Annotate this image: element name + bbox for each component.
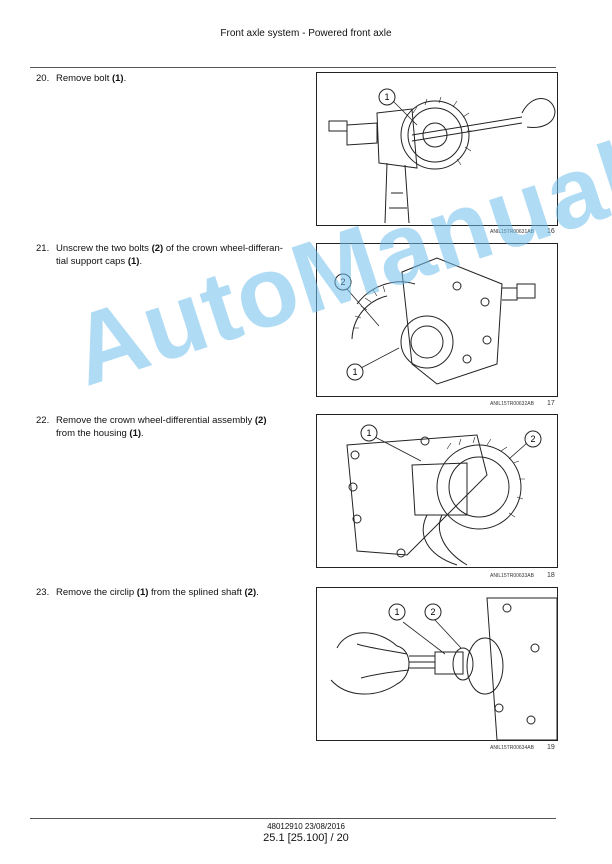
step-20: 20. Remove bolt (1). [36,72,298,85]
footer-doc-ref: 48012910 23/08/2016 [267,822,345,831]
step-text: . [256,587,259,598]
figure-19: 1 2 [316,587,558,741]
step-callout-ref: (2) [244,587,257,598]
figure-number: 18 [547,572,555,579]
callout-1: 1 [384,92,389,102]
step-callout-ref: (1) [136,587,149,598]
step-text: Unscrew the two bolts [56,243,152,254]
step-22: 22. Remove the crown wheel-differential a… [36,414,298,440]
figure-18: 1 2 [316,414,558,568]
callout-1: 1 [394,607,399,617]
step-text: Remove the crown wheel-differential asse… [56,415,255,426]
step-text: . [139,256,143,267]
step-number: 22. [36,415,50,426]
header-divider [30,67,556,68]
figure-number: 19 [547,744,555,751]
step-callout-ref: (2) [151,243,164,254]
step-text: Remove bolt [56,73,112,84]
step-text: tial support caps [56,256,128,267]
step-23: 23. Remove the circlip (1) from the splin… [36,586,298,599]
callout-2: 2 [530,434,535,444]
figure-16: 1 [316,72,558,226]
footer-divider [30,818,556,819]
figure-caption: ANIL15TR00633AB [490,573,534,579]
step-text: Remove the circlip [56,587,137,598]
step-callout-ref: (2) [254,415,267,426]
step-number: 21. [36,243,50,254]
figure-number: 17 [547,400,555,407]
step-callout-ref: (1) [127,256,140,267]
step-text: from the housing [56,428,130,439]
step-number: 20. [36,73,50,84]
footer-page-ref: 25.1 [25.100] / 20 [263,832,349,844]
step-text: of the crown wheel-differan- [163,243,283,254]
figure-17: 2 1 [316,243,558,397]
step-21: 21. Unscrew the two bolts (2) of the crow… [36,242,298,268]
callout-1: 1 [352,367,357,377]
callout-2: 2 [340,277,345,287]
step-text: . [123,73,127,84]
page-header-title: Front axle system - Powered front axle [220,28,392,39]
step-callout-ref: (1) [129,428,142,439]
step-callout-ref: (1) [111,73,124,84]
figure-caption: ANIL15TR00631AB [490,229,534,235]
step-number: 23. [36,587,50,598]
figure-caption: ANIL15TR00632AB [490,401,534,407]
step-text: . [141,428,144,439]
figure-caption: ANIL15TR00634AB [490,745,534,751]
callout-2: 2 [430,607,435,617]
callout-1: 1 [366,428,371,438]
figure-number: 16 [547,228,555,235]
step-text: from the splined shaft [148,587,245,598]
